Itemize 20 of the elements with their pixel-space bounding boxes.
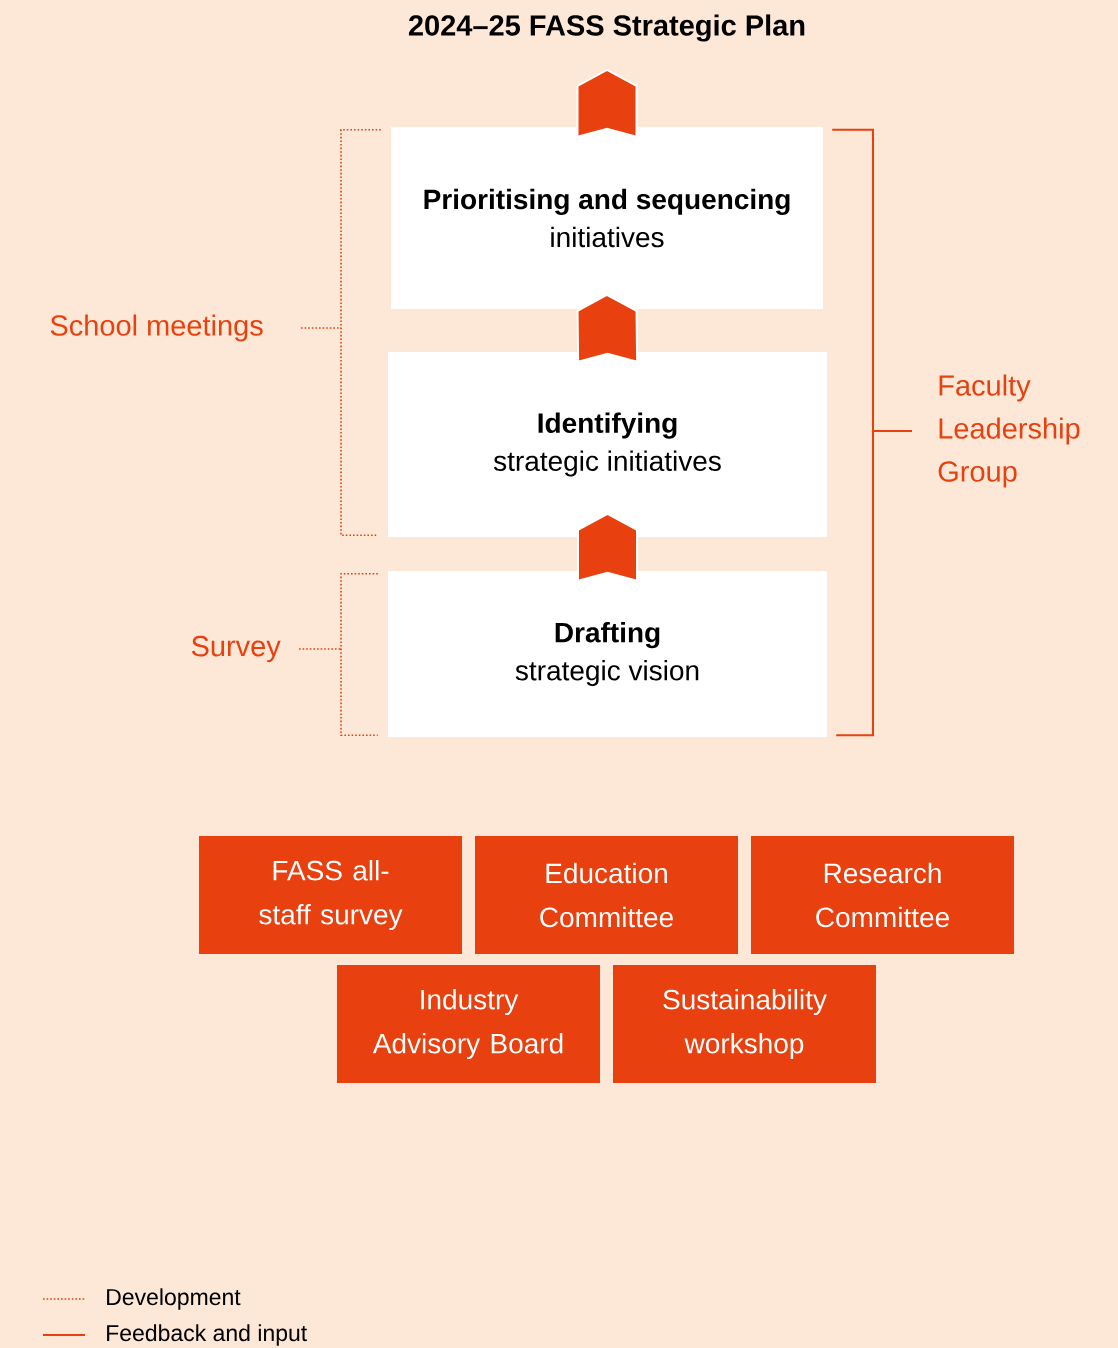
legend-text: Development <box>107 1288 241 1310</box>
arrow <box>577 512 638 583</box>
bracket-line <box>831 128 913 737</box>
bracket-line <box>300 129 382 536</box>
input-box: FASS all-staff survey <box>199 836 462 954</box>
input-box: Industry Advisory Board <box>337 965 600 1083</box>
legend-text: Feedback and input <box>107 1324 307 1346</box>
side-label: Faculty Leadership Group <box>938 374 1080 488</box>
input-box: Research Committee <box>751 836 1014 954</box>
side-label: Survey <box>191 635 281 663</box>
input-box: Sustainability workshop <box>613 965 876 1083</box>
process-box: Identifying strategic initiatives <box>388 352 827 537</box>
bracket-line <box>298 573 379 736</box>
side-label: School meetings <box>50 314 263 342</box>
arrow <box>576 293 639 364</box>
arrow <box>576 68 638 139</box>
input-box: Education Committee <box>475 836 738 954</box>
title-text: 2024–25 FASS Strategic Plan <box>408 14 805 42</box>
process-box: Drafting strategic vision <box>388 571 827 737</box>
process-box: Prioritising and sequencing initiatives <box>391 127 823 309</box>
